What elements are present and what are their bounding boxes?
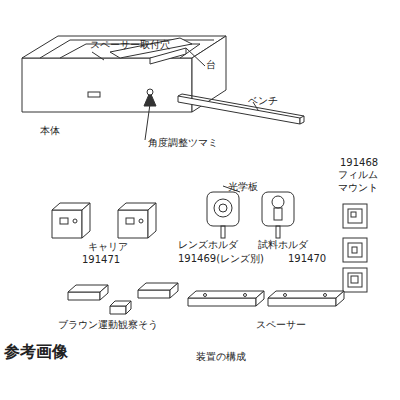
part-label: 191470	[288, 252, 326, 265]
part-label: キャリア	[88, 240, 128, 253]
bench	[178, 94, 304, 124]
brownian-cell	[68, 283, 178, 314]
carrier	[52, 203, 156, 238]
watermark-label: 参考画像	[4, 342, 68, 362]
part-label: ブラウン運動観察そう	[58, 318, 158, 331]
part-label: 台	[206, 58, 216, 71]
optical-plate	[207, 186, 294, 238]
part-label: 角度調整ツマミ	[148, 136, 218, 149]
part-label: 191471	[82, 253, 120, 266]
part-label: スペーサー	[256, 318, 306, 331]
spacer	[188, 291, 344, 306]
part-label: 191469(レンズ別)	[178, 252, 264, 265]
part-label: フィルム マウント	[334, 168, 382, 194]
part-label: スペーサー取付穴	[90, 38, 170, 51]
leader-lines	[92, 48, 258, 140]
figure-caption: 装置の構成	[196, 350, 246, 363]
part-label: 試料ホルダ	[258, 238, 308, 251]
part-label: レンズホルダ	[178, 238, 238, 251]
part-label: 191468	[340, 156, 378, 169]
part-label: 本体	[40, 124, 60, 137]
part-label: 光学板	[228, 180, 258, 193]
part-label: ベンチ	[248, 94, 278, 107]
film-mount	[343, 204, 367, 292]
